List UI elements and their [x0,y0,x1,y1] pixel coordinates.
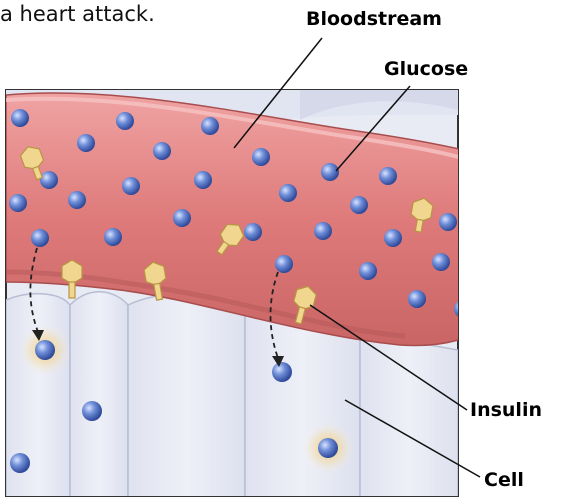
diagram-illustration [0,0,565,499]
